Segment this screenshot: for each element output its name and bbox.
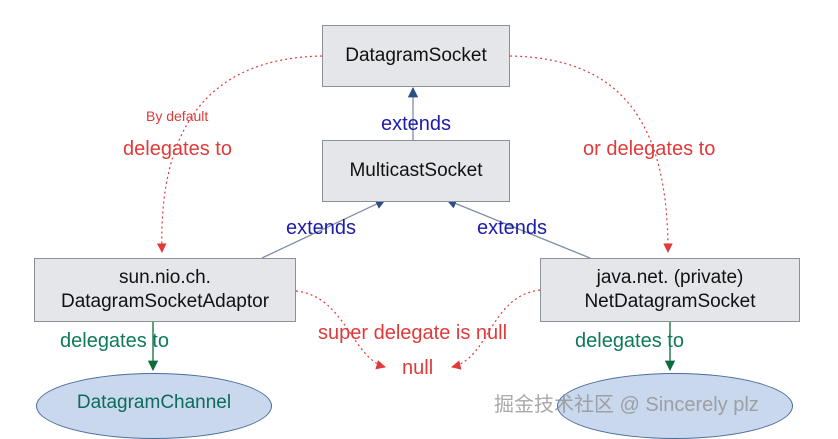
multicast-socket-label: MulticastSocket [349,160,483,181]
null-arrow-right [451,289,541,370]
extends-arrow-right [446,198,591,259]
extends-top-label: extends [381,113,452,135]
multicast-socket-node: MulticastSocket [322,140,510,202]
net-datagram-socket-node: java.net. (private) NetDatagramSocket [540,258,800,322]
datagram-socket-node: DatagramSocket [322,25,510,87]
delegates-to-bottom-left-label: delegates to [60,330,169,352]
null-node-label: null [402,357,434,379]
datagram-channel-node: DatagramChannel [36,373,272,439]
super-delegate-null-label: super delegate is null [318,322,508,344]
net-datagram-label-line2: NetDatagramSocket [584,291,756,312]
extends-arrow-left [261,199,386,259]
adaptor-label-line1: sun.nio.ch. [119,267,211,288]
delegates-to-bottom-right-label: delegates to [575,330,684,352]
by-default-label: By default [146,108,209,124]
or-delegation-arrow [509,55,673,253]
datagram-socket-label: DatagramSocket [345,45,487,66]
datagram-socket-adaptor-node: sun.nio.ch. DatagramSocketAdaptor [34,258,296,322]
default-delegation-arrow [156,55,323,253]
or-delegates-to-label: or delegates to [583,138,716,160]
adaptor-label-line2: DatagramSocketAdaptor [60,291,270,312]
datagram-channel-label: DatagramChannel [76,392,232,413]
extends-right-label: extends [477,217,548,239]
null-arrow-left [295,290,386,370]
net-datagram-label-line1: java.net. (private) [596,267,744,288]
delegates-to-left-label: delegates to [123,138,232,160]
extends-left-label: extends [286,217,357,239]
watermark-text: 掘金技术社区 @ Sincerely plz [494,394,759,416]
